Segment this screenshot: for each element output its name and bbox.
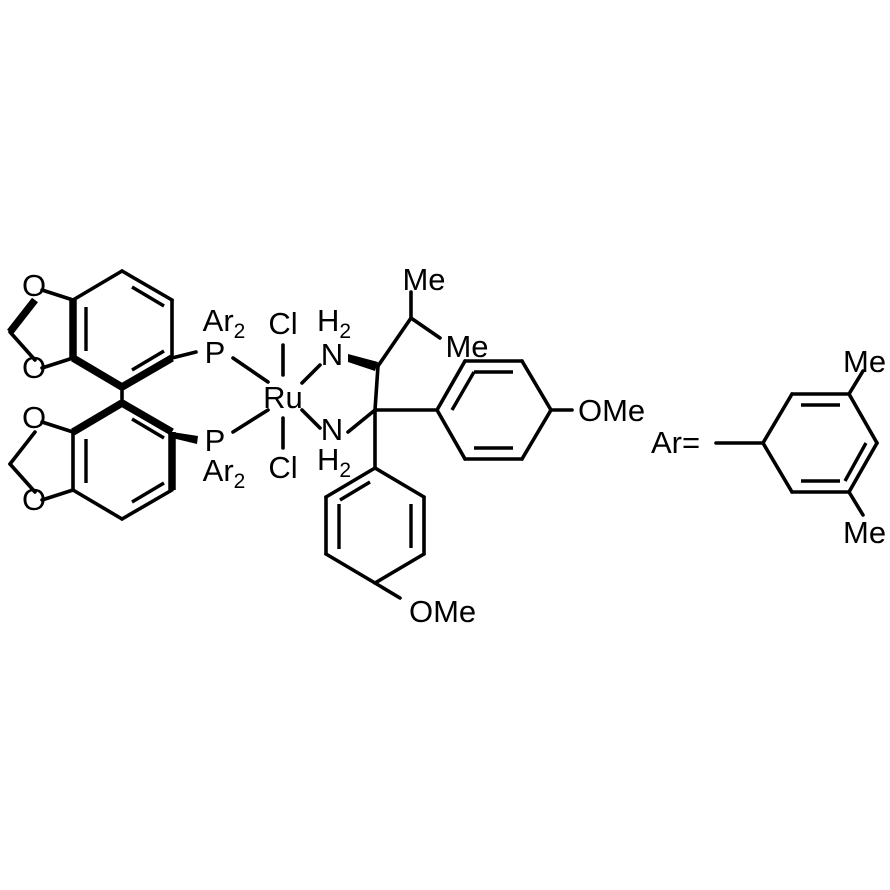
lower-benzodioxole-ring: O O bbox=[8, 399, 176, 521]
ar-definition-label: Ar= bbox=[651, 425, 700, 460]
oxygen-label-lower-bottom: O bbox=[22, 482, 46, 517]
ar2-label-lower: Ar2 bbox=[203, 453, 246, 493]
xylyl-methyl-label-top: Me bbox=[843, 344, 886, 379]
stereocenter-to-quaternary-bond bbox=[373, 364, 380, 412]
diamine-ligand: N H2 N H2 Me Me bbox=[317, 262, 489, 482]
methyl-label-isopropyl-right: Me bbox=[445, 329, 488, 364]
xylyl-to-me-top-bond bbox=[847, 369, 865, 396]
nitrogen-label-bottom: N bbox=[321, 412, 343, 447]
aryl-lower-to-ome-bond bbox=[373, 581, 402, 600]
phosphorus-lower-group: P Ar2 bbox=[172, 408, 270, 493]
ru-n-top-bond bbox=[300, 363, 322, 385]
phosphorus-label-lower: P bbox=[205, 423, 226, 458]
aryl-to-p-lower-wedge bbox=[172, 432, 198, 444]
n-top-to-stereocenter-wedge bbox=[348, 354, 378, 371]
chlorine-label-bottom: Cl bbox=[268, 450, 297, 485]
p-upper-to-ru-bond bbox=[231, 356, 270, 384]
methoxy-label-bottom: OMe bbox=[409, 594, 476, 629]
phosphorus-upper-group: P Ar2 bbox=[170, 303, 270, 384]
ar2-label-upper: Ar2 bbox=[203, 303, 246, 343]
ru-n-bottom-bond bbox=[300, 408, 322, 430]
ar-legend-group: Ar= Me Me bbox=[651, 344, 886, 550]
oxygen-label-lower-top: O bbox=[22, 400, 46, 435]
oxygen-label-upper-top: O bbox=[22, 268, 46, 303]
upper-benzodioxole-ring: O O bbox=[7, 268, 174, 391]
stereocenter-to-isopropyl-bond bbox=[376, 316, 413, 368]
nitrogen-h2-label-bottom: H2 bbox=[317, 442, 351, 482]
chlorine-label-top: Cl bbox=[268, 306, 297, 341]
oxygen-label-upper-bottom: O bbox=[22, 350, 46, 385]
xylyl-to-me-bottom-bond bbox=[847, 490, 865, 517]
phosphorus-label-upper: P bbox=[205, 335, 226, 370]
ruthenium-label: Ru bbox=[263, 380, 303, 415]
isopropyl-to-me-right-bond bbox=[409, 316, 442, 340]
methoxyphenyl-upper: OMe bbox=[373, 359, 645, 461]
methoxy-label-right: OMe bbox=[578, 393, 645, 428]
xylyl-methyl-label-bottom: Me bbox=[843, 515, 886, 550]
methyl-label-isopropyl-top: Me bbox=[402, 262, 445, 297]
n-bottom-to-quaternary-bond bbox=[346, 408, 377, 434]
p-lower-to-ru-bond bbox=[231, 408, 270, 434]
methoxyphenyl-lower: OMe bbox=[324, 408, 476, 629]
aryl-to-p-upper-bond bbox=[170, 350, 198, 360]
nitrogen-h2-label-top: H2 bbox=[317, 303, 351, 343]
nitrogen-label-top: N bbox=[321, 337, 343, 372]
ruthenium-center: Ru Cl Cl bbox=[263, 306, 322, 485]
